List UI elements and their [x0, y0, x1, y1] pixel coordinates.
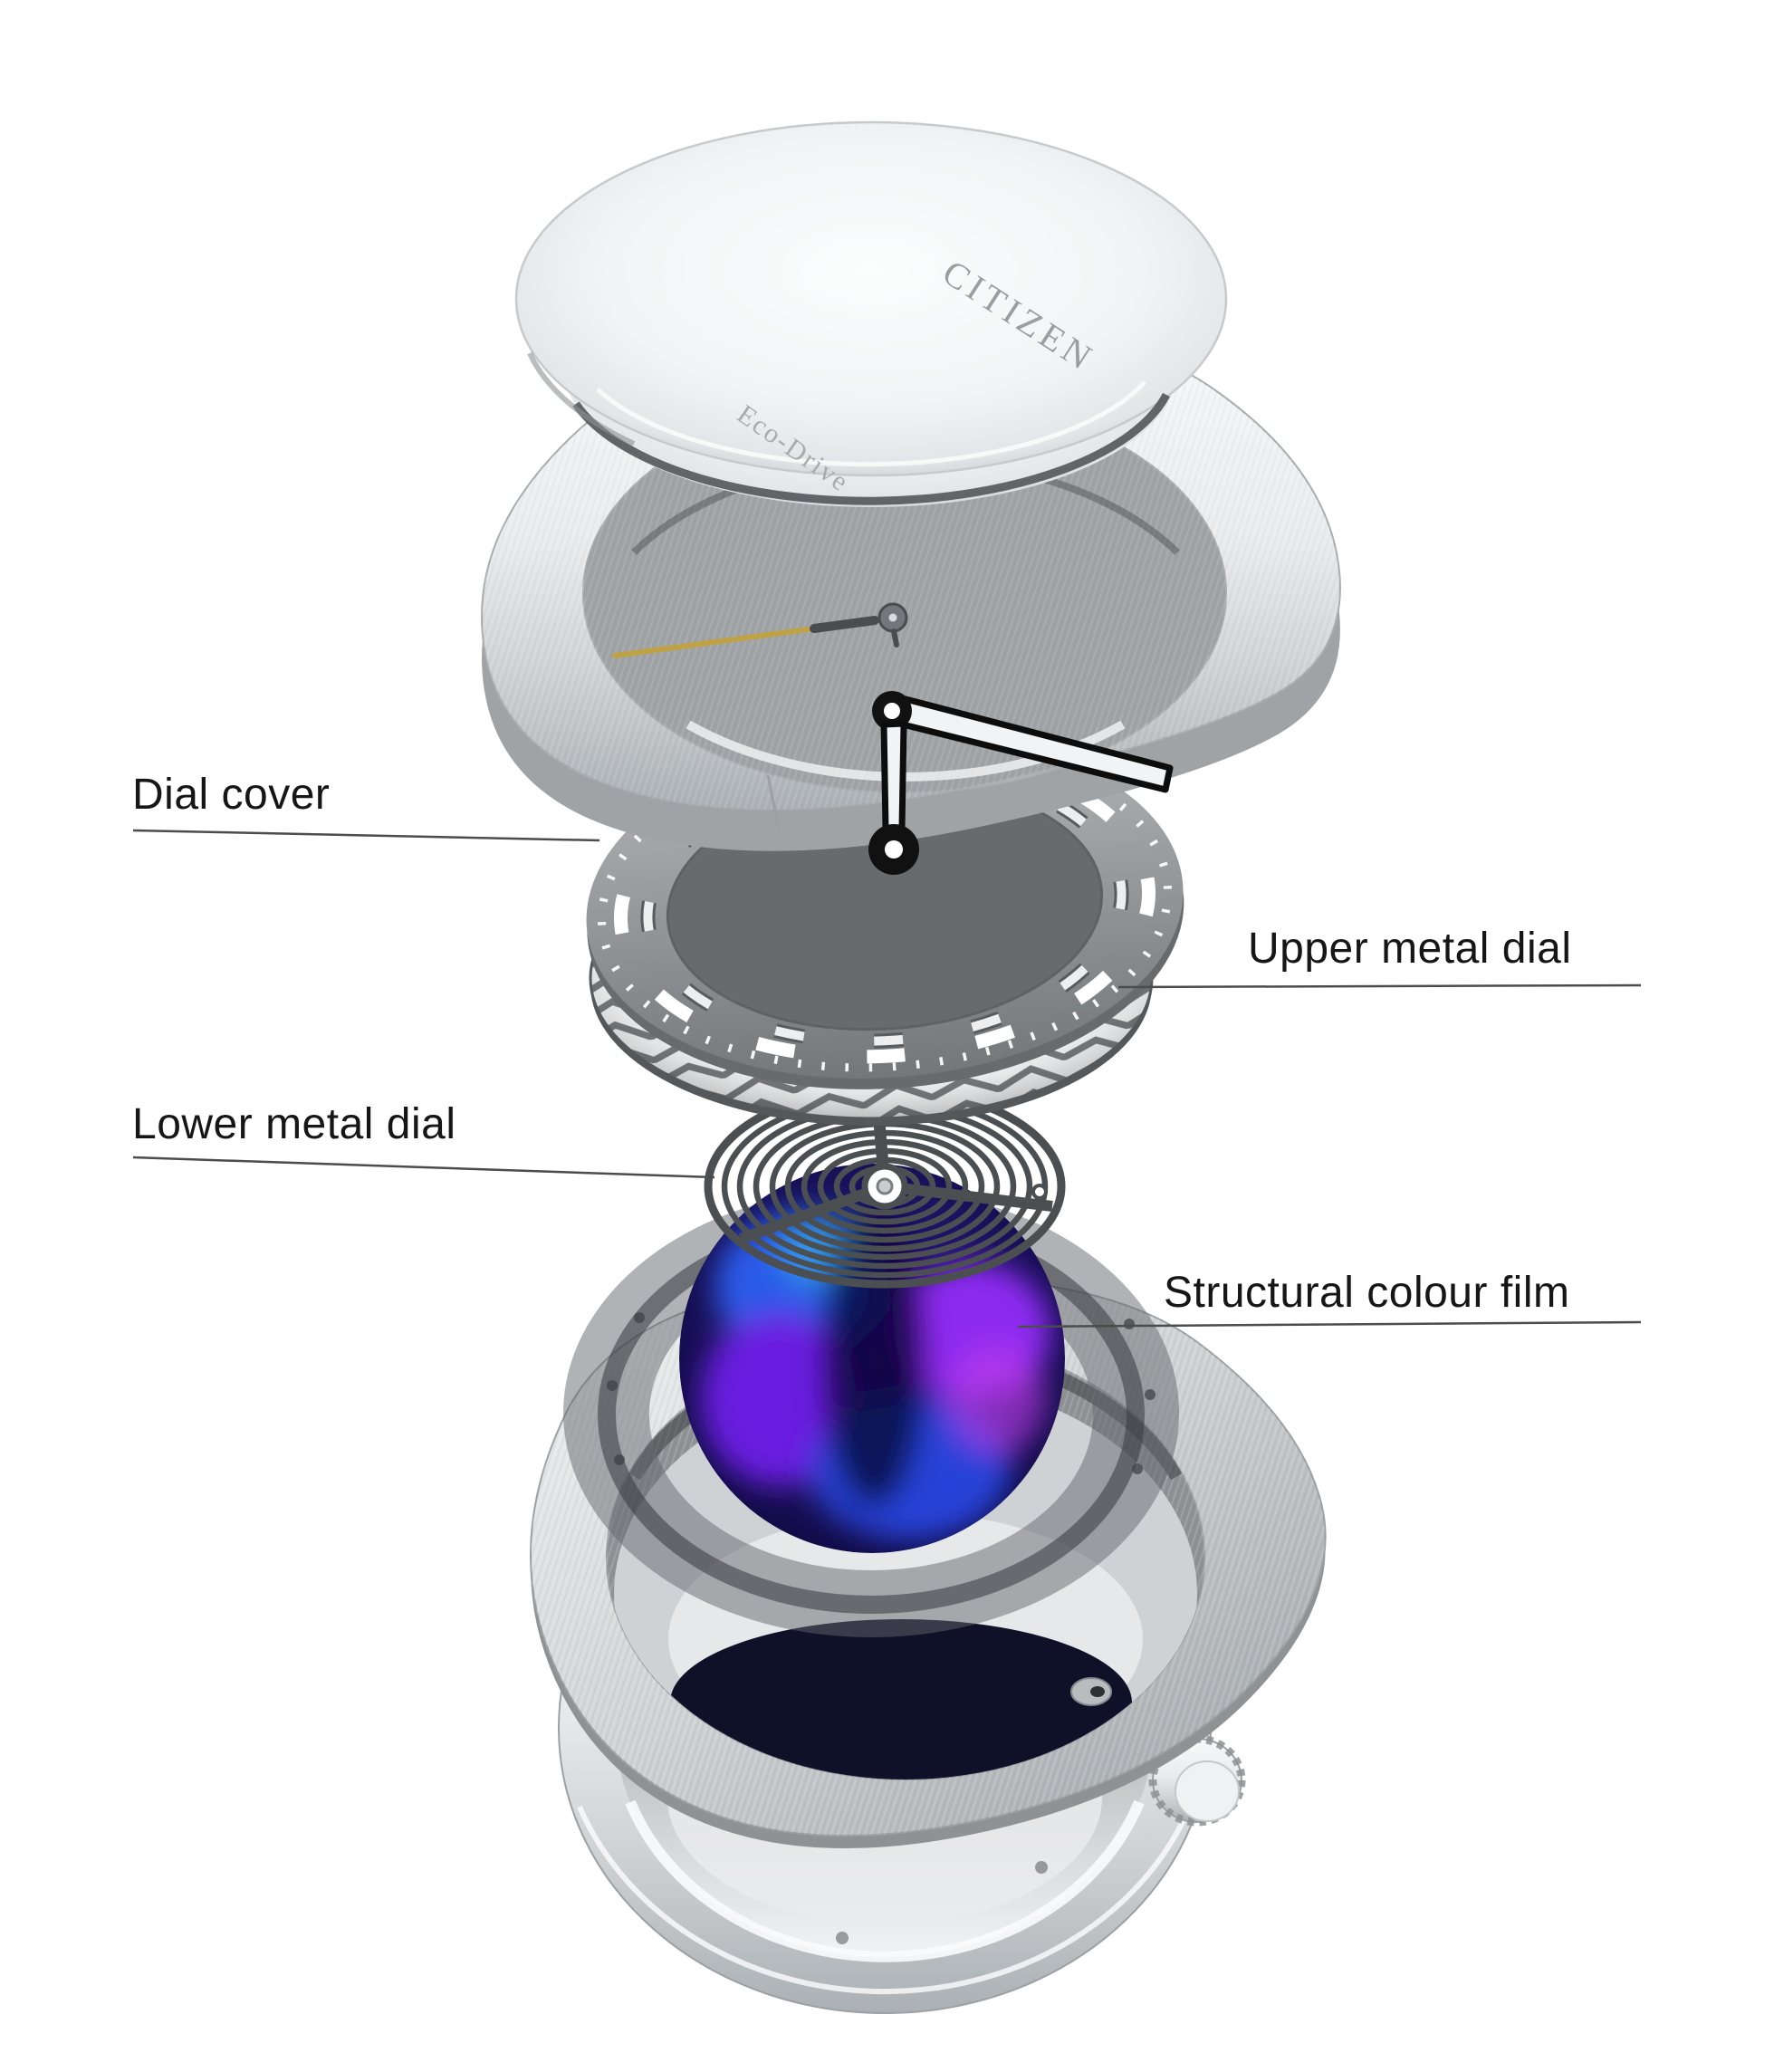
- callout-upper-metal-dial: Upper metal dial: [1248, 925, 1572, 973]
- leader-lines: [132, 829, 1642, 1329]
- hour-hand: [868, 720, 919, 875]
- solar-cell-band: [670, 1619, 1132, 1779]
- leader-structural-colour-film: [1017, 1320, 1642, 1329]
- callout-dial-cover: Dial cover: [132, 771, 331, 819]
- callout-lower-metal-dial: Lower metal dial: [132, 1100, 456, 1148]
- watch-hands: [612, 602, 1174, 875]
- leader-upper-metal-dial: [1117, 983, 1642, 989]
- leader-lower-metal-dial: [132, 1156, 715, 1179]
- crystal-glass: CITIZEN Eco-Drive: [514, 120, 1228, 507]
- leader-dial-cover: [132, 829, 600, 842]
- callout-structural-colour-film: Structural colour film: [1164, 1269, 1570, 1317]
- dial-cover-ticks: [598, 739, 1172, 1072]
- second-hand: [612, 602, 908, 658]
